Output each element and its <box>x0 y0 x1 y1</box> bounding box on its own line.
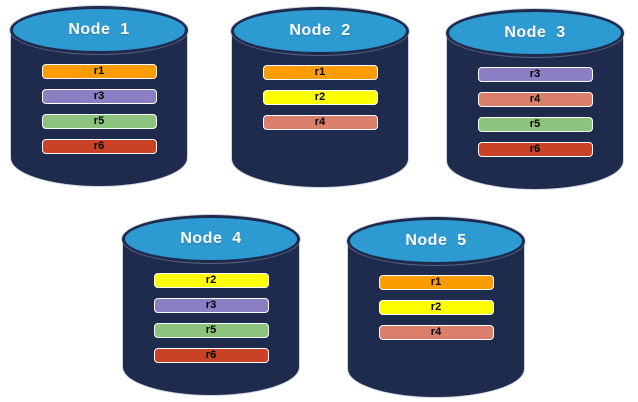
database-node-5: Node 5 r1 r2 r4 <box>347 217 525 398</box>
cylinder-body <box>123 239 299 395</box>
replica-bar-r2: r2 <box>262 90 378 105</box>
replica-bar-r4: r4 <box>477 92 593 107</box>
replica-bar-r6: r6 <box>41 139 157 154</box>
replica-bar-r6: r6 <box>477 142 593 157</box>
database-node-2: Node 2 r1 r2 r4 <box>231 7 409 188</box>
node-title: Node 2 <box>289 22 351 39</box>
cylinder-top-ellipse: Node 4 <box>122 215 300 263</box>
cylinder-body <box>447 33 623 189</box>
replica-bar-list: r1 r3 r5 r6 <box>10 64 188 154</box>
replica-bar-list: r3 r4 r5 r6 <box>446 67 624 157</box>
replica-bar-r4: r4 <box>378 325 494 340</box>
database-node-3: Node 3 r3 r4 r5 r6 <box>446 9 624 190</box>
cylinder-top-ellipse: Node 2 <box>231 7 409 55</box>
cylinder-body <box>232 31 408 187</box>
replica-bar-r3: r3 <box>153 298 269 313</box>
cylinder-body <box>11 30 187 186</box>
replica-bar-r5: r5 <box>41 114 157 129</box>
replica-bar-r6: r6 <box>153 348 269 363</box>
replica-bar-r5: r5 <box>153 323 269 338</box>
replica-bar-r1: r1 <box>41 64 157 79</box>
replica-bar-r1: r1 <box>378 275 494 290</box>
node-title: Node 4 <box>180 230 242 247</box>
database-node-4: Node 4 r2 r3 r5 r6 <box>122 215 300 396</box>
replica-bar-list: r2 r3 r5 r6 <box>122 273 300 363</box>
node-title: Node 3 <box>504 24 566 41</box>
replica-bar-list: r1 r2 r4 <box>347 275 525 340</box>
replica-bar-r5: r5 <box>477 117 593 132</box>
replica-bar-r3: r3 <box>477 67 593 82</box>
cylinder-top-ellipse: Node 5 <box>347 217 525 265</box>
replica-bar-r1: r1 <box>262 65 378 80</box>
replica-bar-r4: r4 <box>262 115 378 130</box>
cylinder-top-ellipse: Node 1 <box>10 6 188 54</box>
replica-bar-r2: r2 <box>153 273 269 288</box>
node-title: Node 1 <box>68 21 130 38</box>
database-node-1: Node 1 r1 r3 r5 r6 <box>10 6 188 187</box>
node-title: Node 5 <box>405 232 467 249</box>
replica-bar-r3: r3 <box>41 89 157 104</box>
cylinder-body <box>348 241 524 397</box>
replica-bar-r2: r2 <box>378 300 494 315</box>
cylinder-top-ellipse: Node 3 <box>446 9 624 57</box>
replica-bar-list: r1 r2 r4 <box>231 65 409 130</box>
